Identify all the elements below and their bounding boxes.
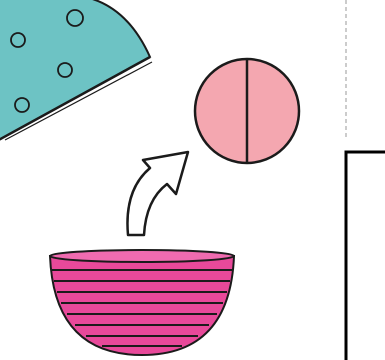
pill-tablet-icon [195, 59, 299, 163]
shell-half-icon [0, 0, 152, 142]
striped-bowl-icon [50, 250, 234, 355]
panel-frame [346, 152, 385, 360]
curved-arrow-icon [127, 152, 188, 235]
